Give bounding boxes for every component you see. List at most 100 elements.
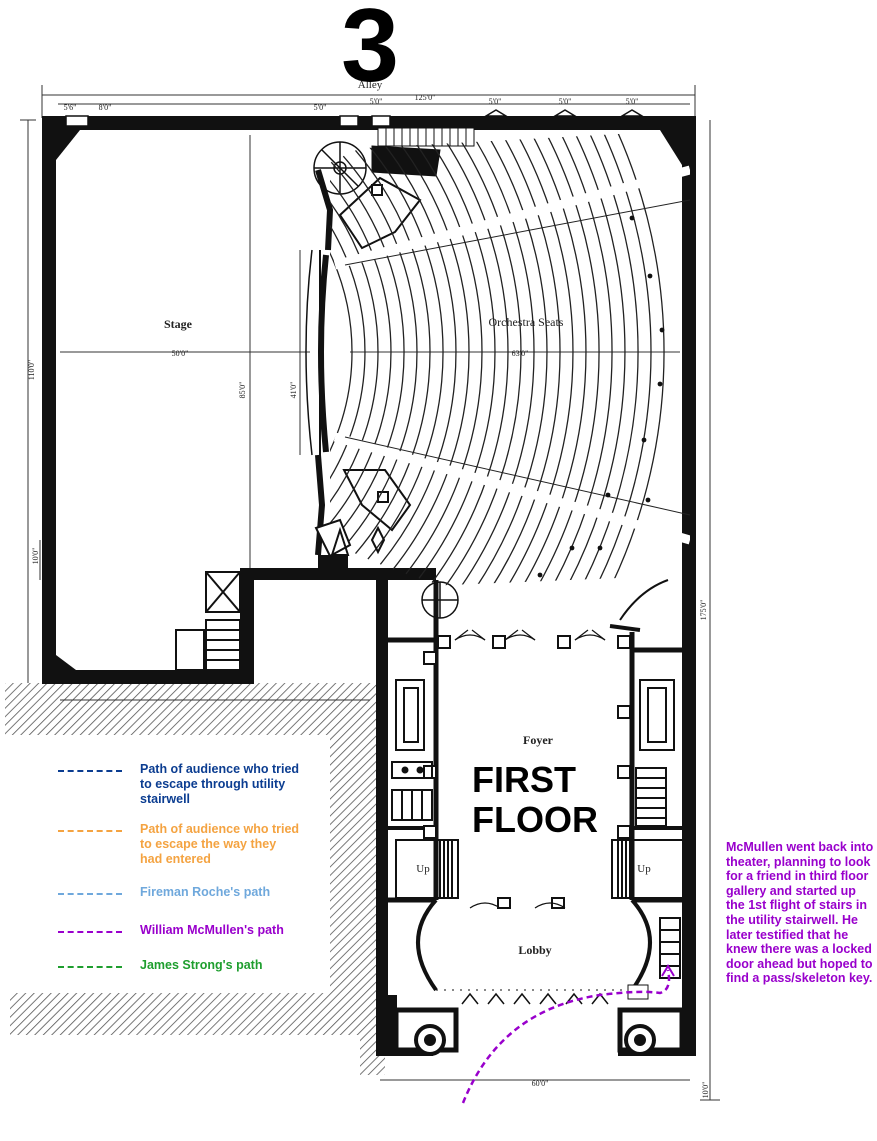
seat-row (598, 130, 665, 590)
alley-label: Alley (358, 79, 383, 91)
orchestra-seats (330, 130, 690, 590)
seat-row (444, 130, 522, 587)
mcmullen-path (461, 964, 675, 1104)
legend-item-utility-stairwell: Path of audience who tried to escape thr… (58, 762, 300, 807)
seat-row (392, 134, 470, 570)
dim-top-a: 5'6" (64, 103, 77, 112)
legend-item-entrance-path: Path of audience who tried to escape the… (58, 822, 300, 867)
seat-dot (647, 273, 653, 279)
seat-dots (537, 215, 665, 578)
legend-swatch (58, 893, 122, 895)
seat-dot (629, 215, 635, 221)
seat-row (584, 130, 652, 590)
dim-top-b: 8'0" (99, 103, 112, 112)
foyer-label: Foyer (523, 733, 554, 747)
floor-label: FIRST FLOOR (472, 760, 598, 840)
seat-dot (645, 497, 651, 503)
left-rooms (391, 679, 459, 899)
right-rooms (611, 679, 685, 979)
seat-row (527, 130, 600, 590)
seat-row (342, 155, 418, 549)
dimension-lines (20, 85, 720, 1101)
seat-dot (605, 492, 611, 498)
legend-label: Fireman Roche's path (140, 885, 271, 899)
dim-top-g: 5'0" (626, 97, 639, 106)
seat-dot (597, 545, 603, 551)
dim-top-d: 5'0" (370, 97, 383, 106)
top-windows (65, 109, 645, 127)
seat-row (330, 168, 392, 536)
seat-dot (641, 437, 647, 443)
dim-stage-width: 50'0" (172, 349, 189, 358)
legend-item-strong: James Strong's path (58, 958, 300, 973)
legend-item-roche: Fireman Roche's path (58, 885, 300, 900)
corner-booths (393, 984, 685, 1056)
seat-row (379, 139, 457, 565)
dim-bottom: 60'0" (532, 1079, 549, 1088)
seat-row (570, 130, 639, 590)
up-right-label: Up (637, 863, 651, 875)
entrance-doors (461, 992, 609, 1005)
up-left-label: Up (416, 863, 430, 875)
dim-left-total: 110'0" (27, 360, 36, 380)
seat-row (555, 130, 626, 590)
walls (42, 116, 696, 1056)
seat-row (418, 130, 496, 579)
seat-row (330, 174, 379, 530)
foyer-doors (454, 629, 606, 641)
dim-seats-width: 63'0" (512, 349, 529, 358)
seat-row (513, 130, 587, 590)
dim-bottom-right: 10'0" (701, 1082, 710, 1099)
seat-row (431, 130, 509, 583)
legend-swatch (58, 770, 122, 772)
seat-row (541, 130, 613, 590)
legend-label: James Strong's path (140, 958, 263, 972)
seat-dot (569, 545, 575, 551)
legend-label: William McMullen's path (140, 923, 284, 937)
seat-row (485, 130, 561, 590)
dim-top-f: 5'0" (559, 97, 572, 106)
floor-label-line2: FLOOR (472, 799, 598, 840)
top-stair (371, 127, 475, 177)
hatched-ground (5, 683, 385, 1075)
dim-proscenium: 41'0" (289, 382, 298, 399)
seat-dot (537, 572, 543, 578)
dim-top-c: 5'0" (314, 103, 327, 112)
legend-item-mcmullen: William McMullen's path (58, 923, 300, 938)
floor-label-line1: FIRST (472, 759, 576, 800)
spiral-stairs (313, 141, 459, 619)
columns (423, 635, 631, 909)
seat-dot (659, 327, 665, 333)
foyer-walls (388, 580, 682, 903)
auditorium-curve (609, 579, 669, 632)
seat-row (330, 188, 353, 516)
legend-swatch (58, 830, 122, 832)
seat-row (330, 181, 366, 523)
legend-swatch (58, 966, 122, 968)
lobby-walls (416, 898, 652, 992)
seat-row (367, 144, 444, 560)
orchestra-label: Orchestra Seats (489, 315, 564, 329)
dim-top-total: 125'0" (415, 93, 436, 102)
stage-walls (305, 169, 334, 556)
seat-dot (657, 381, 663, 387)
plan-labels: Alley Stage Orchestra Seats Foyer Lobby … (27, 79, 710, 1098)
stage-label: Stage (164, 317, 193, 331)
legend-label: Path of audience who tried to escape thr… (140, 762, 300, 806)
seat-row (499, 130, 574, 590)
dim-left-small: 10'0" (31, 548, 40, 565)
legend-swatch (58, 931, 122, 933)
dim-stage-depth: 85'0" (238, 382, 247, 399)
seat-row (330, 161, 405, 543)
mcmullen-note: McMullen went back into theater, plannin… (726, 840, 874, 986)
seat-row (405, 130, 483, 575)
seat-row (471, 130, 548, 590)
seat-row (458, 130, 535, 590)
lobby-label: Lobby (518, 943, 551, 957)
rear-rooms (175, 518, 386, 671)
page-number: 3 (341, 0, 399, 104)
legend-label: Path of audience who tried to escape the… (140, 822, 300, 866)
seat-row (355, 149, 431, 555)
